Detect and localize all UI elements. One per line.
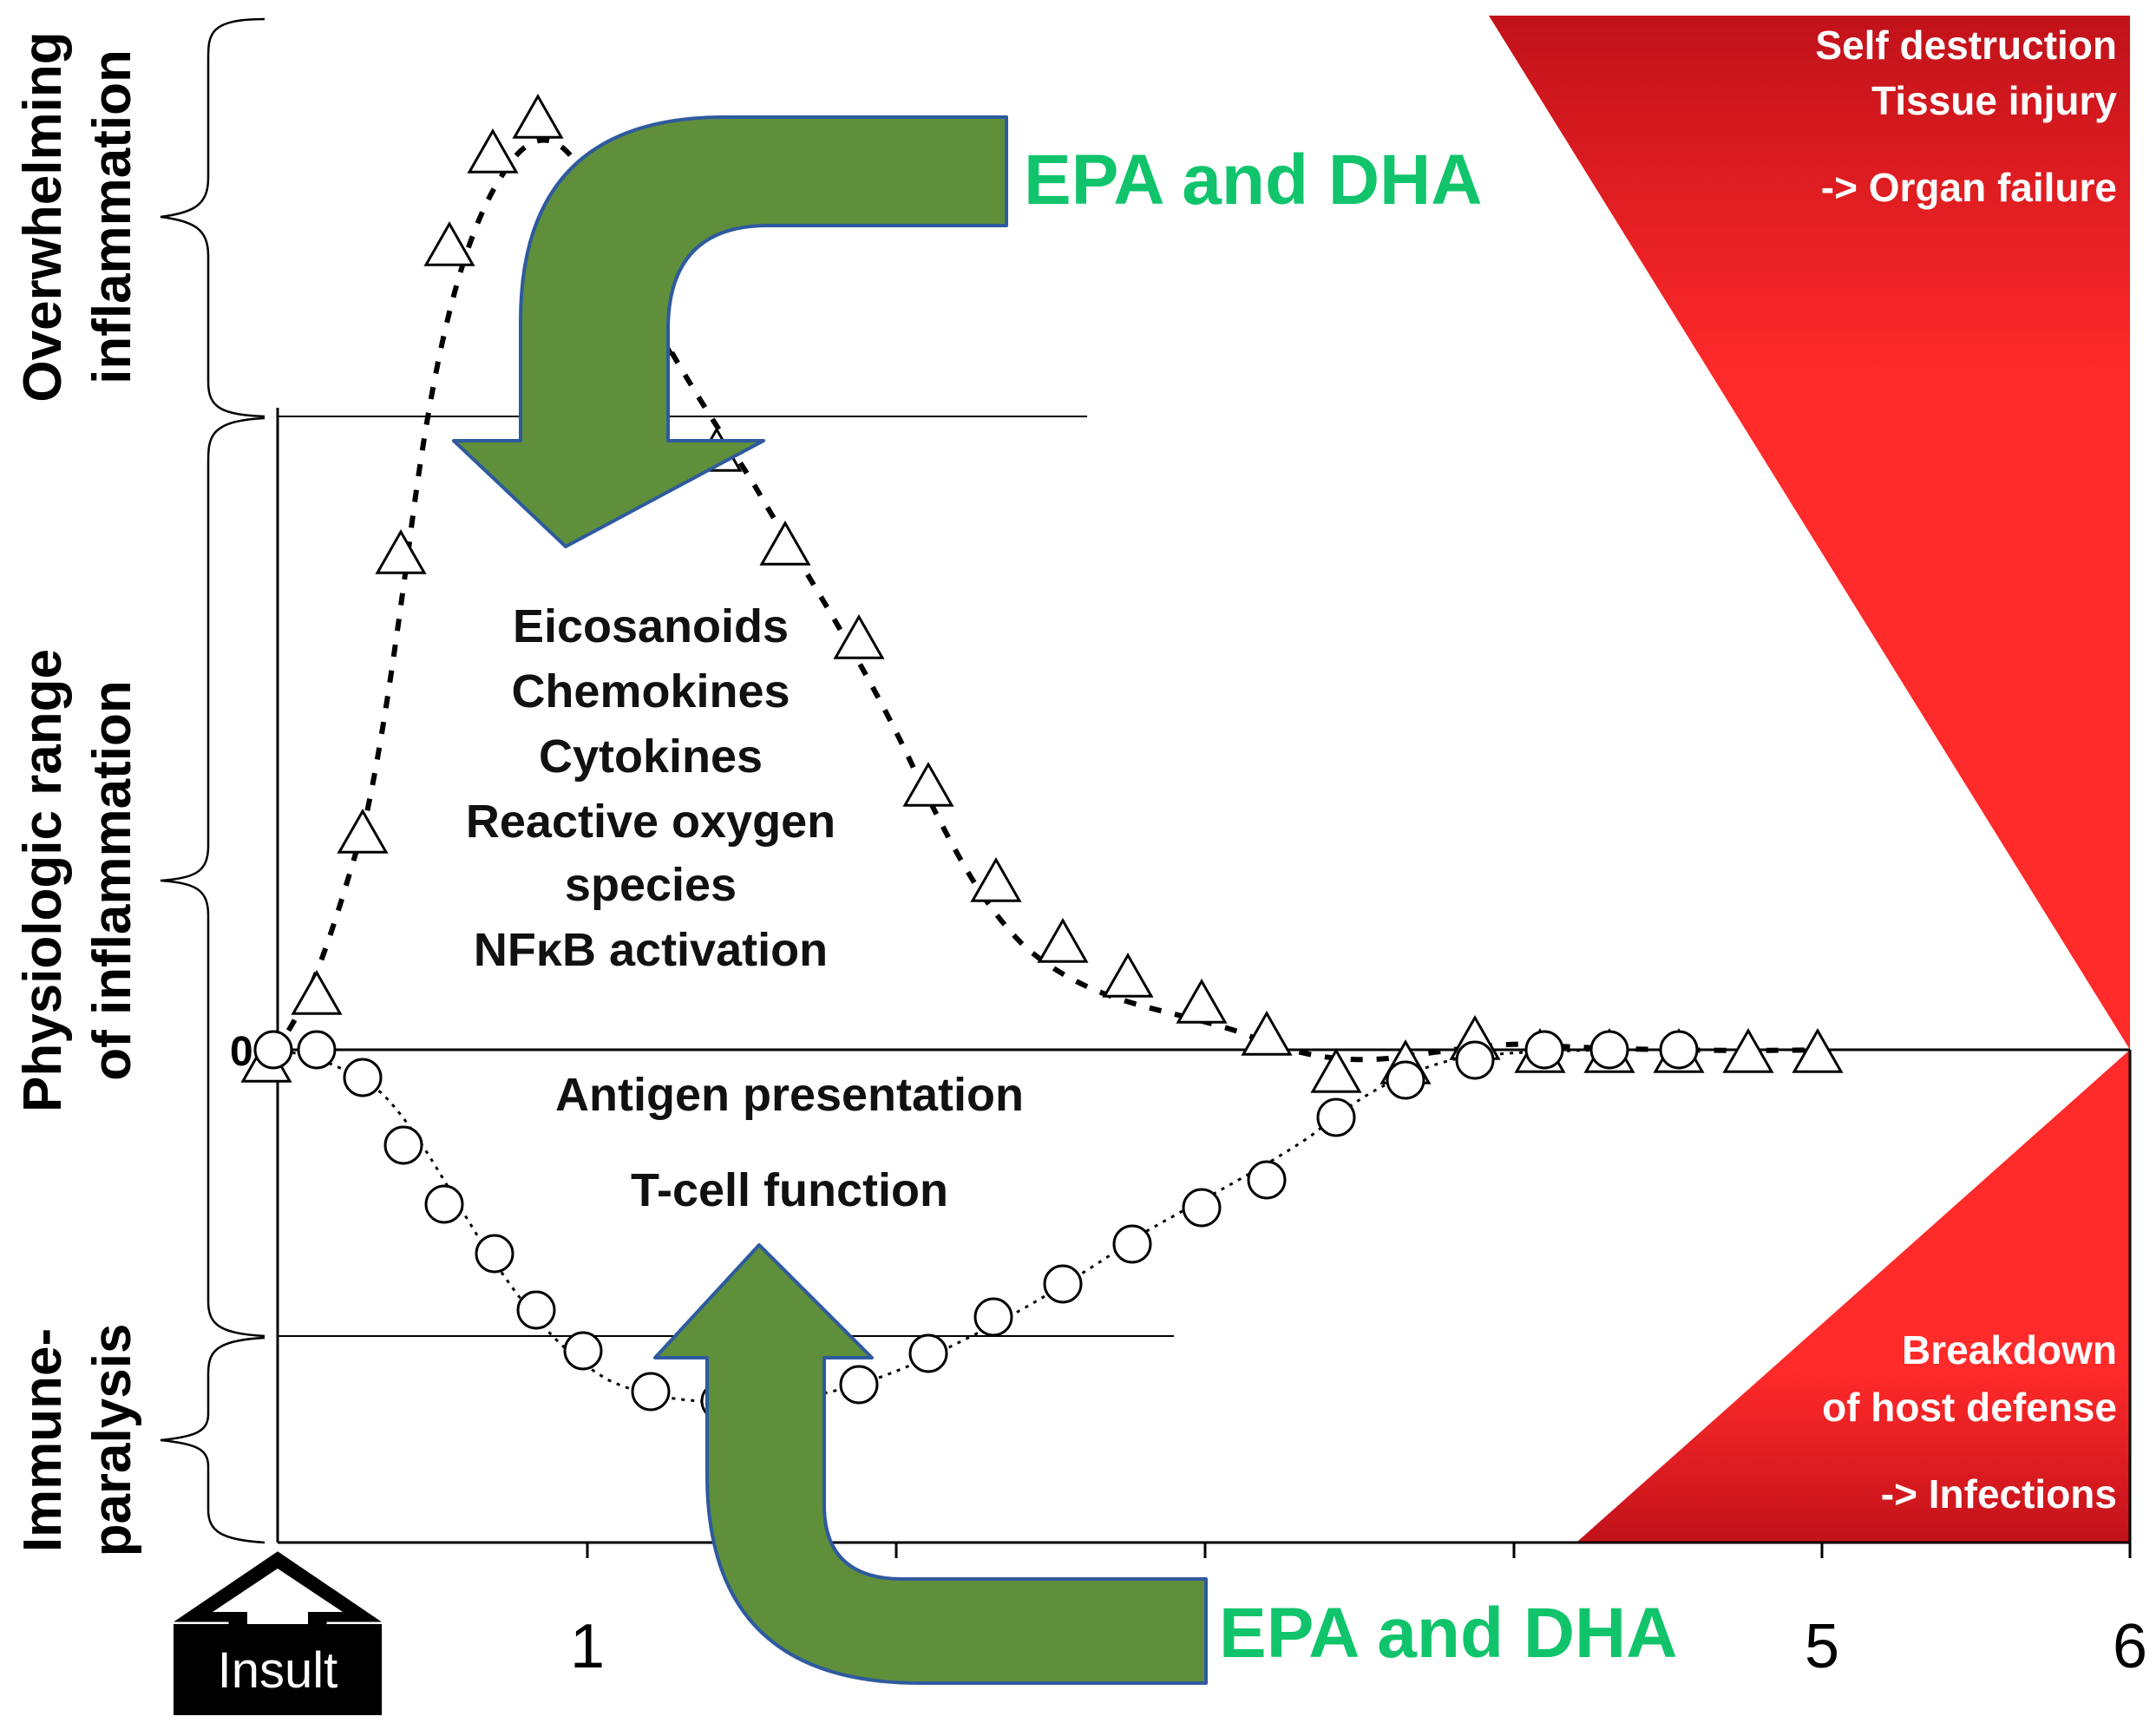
circle-marker bbox=[563, 1331, 603, 1371]
x-tick-label-1: 1 bbox=[570, 1612, 605, 1681]
circle-marker bbox=[297, 1030, 337, 1070]
circle-marker bbox=[516, 1290, 556, 1330]
triangle-marker bbox=[1792, 1027, 1844, 1073]
circle-marker bbox=[1316, 1097, 1356, 1137]
zone-label-overwhelming: Overwhelming inflammation bbox=[13, 31, 142, 402]
zone-label-physiologic-line-2: of inflammation bbox=[82, 680, 142, 1081]
brace-immune bbox=[160, 1336, 265, 1544]
zone-label-overwhelming-line-2: inflammation bbox=[82, 49, 142, 384]
circle-marker bbox=[631, 1372, 671, 1412]
triangle-marker bbox=[1102, 952, 1154, 998]
insult-label: Insult bbox=[218, 1642, 338, 1699]
zero-label: 0 bbox=[230, 1029, 253, 1075]
mediator-item: Eicosanoids bbox=[513, 600, 789, 652]
mediator-item: species bbox=[565, 859, 737, 911]
triangle-marker bbox=[1310, 1047, 1362, 1093]
circle-marker bbox=[1524, 1030, 1564, 1070]
zone-label-overwhelming-line-1: Overwhelming bbox=[13, 31, 73, 402]
anti-inflammatory-markers bbox=[253, 1030, 1699, 1421]
circle-marker bbox=[424, 1184, 464, 1224]
immune-function-item: Antigen presentation bbox=[555, 1069, 1024, 1121]
x-tick-label-6: 6 bbox=[2113, 1612, 2147, 1681]
zone-label-immune-line-2: paralysis bbox=[82, 1324, 142, 1557]
triangle-marker bbox=[375, 528, 427, 574]
danger-bottom-line-2: of host defense bbox=[1822, 1385, 2117, 1430]
danger-top-text: Self destruction Tissue injury -> Organ … bbox=[1815, 23, 2117, 210]
triangle-marker bbox=[1241, 1010, 1293, 1056]
danger-bottom-line-3: -> Infections bbox=[1881, 1471, 2117, 1517]
triangle-marker bbox=[337, 808, 389, 854]
circle-marker bbox=[1589, 1030, 1629, 1070]
triangle-marker bbox=[423, 220, 475, 266]
triangle-marker bbox=[902, 761, 954, 807]
circle-marker bbox=[383, 1125, 423, 1165]
pro-inflammatory-curve bbox=[271, 137, 1823, 1063]
insult-box bbox=[174, 1624, 382, 1715]
circle-marker bbox=[475, 1234, 514, 1274]
circle-marker bbox=[1112, 1224, 1152, 1264]
triangle-marker bbox=[1176, 978, 1228, 1024]
circle-marker bbox=[1659, 1030, 1699, 1070]
danger-top-line-3: -> Organ failure bbox=[1821, 165, 2117, 210]
zone-label-physiologic: Physiologic range of inflammation bbox=[13, 649, 142, 1112]
triangle-marker bbox=[467, 128, 519, 174]
epa-dha-arrow-top bbox=[452, 115, 1008, 548]
triangle-marker bbox=[1722, 1027, 1774, 1073]
circle-marker bbox=[1043, 1264, 1083, 1304]
brace-physiologic bbox=[160, 416, 265, 1338]
triangle-marker bbox=[1037, 917, 1089, 963]
triangle-marker bbox=[759, 520, 811, 566]
epa-dha-label-bottom: EPA and DHA bbox=[1219, 1594, 1677, 1673]
epa-dha-label-top: EPA and DHA bbox=[1024, 141, 1482, 219]
zone-label-physiologic-line-1: Physiologic range bbox=[13, 649, 73, 1112]
danger-bottom-text: Breakdown of host defense -> Infections bbox=[1822, 1327, 2117, 1517]
epa-dha-arrow-bottom bbox=[653, 1243, 1208, 1685]
circle-marker bbox=[973, 1297, 1013, 1337]
danger-top-line-1: Self destruction bbox=[1815, 23, 2117, 68]
triangle-marker bbox=[291, 969, 343, 1015]
triangle-marker bbox=[970, 856, 1022, 902]
circle-marker bbox=[1247, 1160, 1287, 1200]
pro-mediator-list: Eicosanoids Chemokines Cytokines Reactiv… bbox=[466, 600, 836, 976]
mediator-item: Cytokines bbox=[539, 730, 763, 783]
circle-marker bbox=[1455, 1040, 1495, 1080]
zone-label-immune: Immune- paralysis bbox=[13, 1324, 142, 1557]
danger-zone-top bbox=[1489, 16, 2130, 1050]
zone-braces bbox=[160, 17, 265, 1544]
immune-function-item: T-cell function bbox=[631, 1164, 948, 1216]
immune-function-list: Antigen presentation T-cell function bbox=[555, 1069, 1024, 1216]
danger-top-line-2: Tissue injury bbox=[1871, 78, 2117, 123]
mediator-item: Reactive oxygen bbox=[466, 796, 836, 848]
mediator-item: NFκB activation bbox=[474, 924, 828, 976]
circle-marker bbox=[1182, 1188, 1222, 1228]
circle-marker bbox=[908, 1333, 948, 1373]
brace-overwhelming bbox=[160, 17, 265, 418]
circle-marker bbox=[253, 1030, 293, 1070]
triangle-marker bbox=[512, 93, 564, 139]
circle-marker bbox=[343, 1058, 383, 1097]
x-tick-label-5: 5 bbox=[1805, 1612, 1839, 1681]
danger-zone-bottom bbox=[1577, 1050, 2130, 1542]
circle-marker bbox=[839, 1365, 879, 1405]
circle-marker bbox=[1386, 1060, 1425, 1100]
danger-bottom-line-1: Breakdown bbox=[1902, 1327, 2117, 1372]
up-arrow-icon-inner bbox=[213, 1569, 343, 1624]
mediator-item: Chemokines bbox=[511, 665, 790, 717]
triangle-marker bbox=[833, 613, 885, 659]
insult-marker: Insult bbox=[174, 1551, 382, 1715]
zone-label-immune-line-1: Immune- bbox=[13, 1328, 73, 1552]
